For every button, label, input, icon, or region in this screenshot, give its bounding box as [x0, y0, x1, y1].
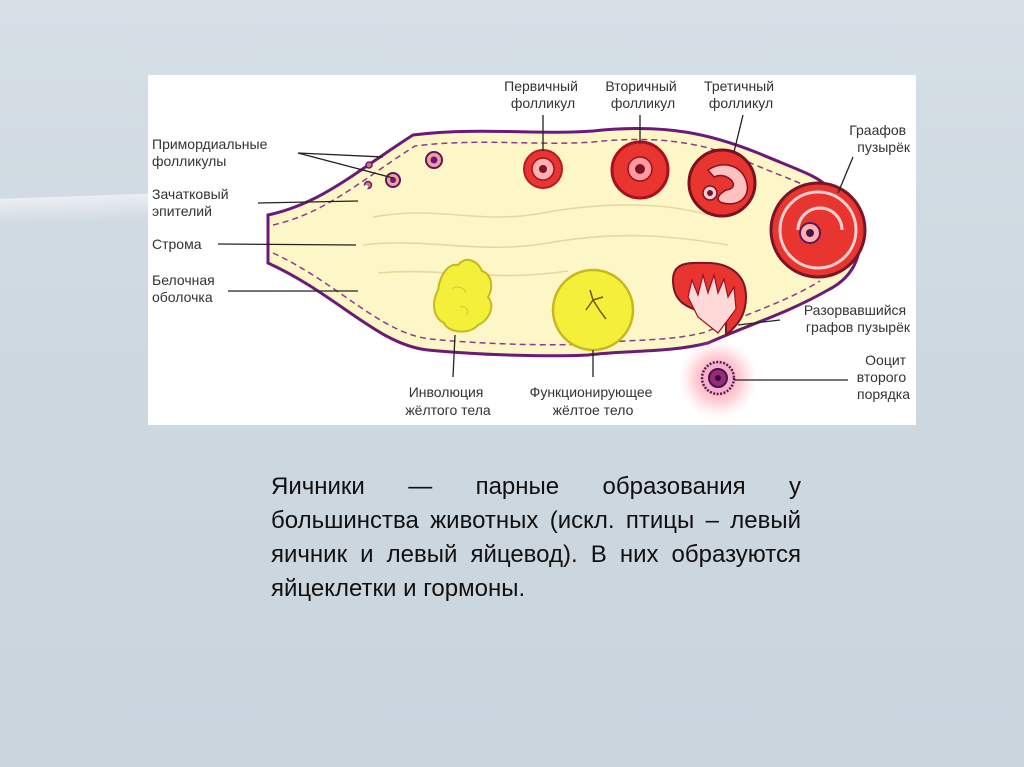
secondary-follicle: [610, 140, 670, 200]
decorative-band: [0, 193, 160, 225]
primary-follicle: [523, 149, 563, 189]
involuting-corpus-luteum: [433, 258, 493, 333]
label-primordial-follicles: Примордиальные фолликулы: [152, 136, 271, 169]
label-germinal-epithelium: Зачатковый эпителий: [152, 186, 232, 219]
label-secondary-follicle: Вторичный фолликул: [605, 78, 680, 111]
leader-lines: [217, 114, 854, 381]
tertiary-follicle: [687, 148, 757, 218]
stroma-line: [372, 204, 709, 218]
secondary-oocyte: [678, 339, 758, 419]
label-involution-corpus-luteum: Инволюция жёлтого тела: [405, 384, 491, 418]
label-ruptured-follicle: Разорвавшийся графов пузырёк: [804, 302, 911, 335]
stroma-line: [362, 234, 729, 249]
label-graafian-follicle: Граафов пузырёк: [849, 122, 911, 155]
label-tertiary-follicle: Третичный фолликул: [704, 78, 778, 111]
ovary-diagram-panel: Примордиальные фолликулы Зачатковый эпит…: [148, 75, 916, 425]
ovary-diagram: Примордиальные фолликулы Зачатковый эпит…: [152, 78, 911, 419]
label-tunica-albuginea: Белочная оболочка: [152, 272, 219, 305]
slide-caption: Яичники — парные образования у большинст…: [271, 473, 801, 602]
label-functioning-corpus-luteum: Функционирующее жёлтое тело: [530, 384, 657, 418]
label-secondary-oocyte: Ооцит второго порядка: [857, 352, 910, 402]
label-stroma: Строма: [152, 236, 202, 252]
graafian-follicle: [769, 181, 867, 279]
functioning-corpus-luteum: [551, 268, 635, 352]
label-primary-follicle: Первичный фолликул: [504, 78, 582, 111]
primordial-follicles: [363, 151, 443, 190]
ruptured-follicle: [671, 261, 748, 338]
